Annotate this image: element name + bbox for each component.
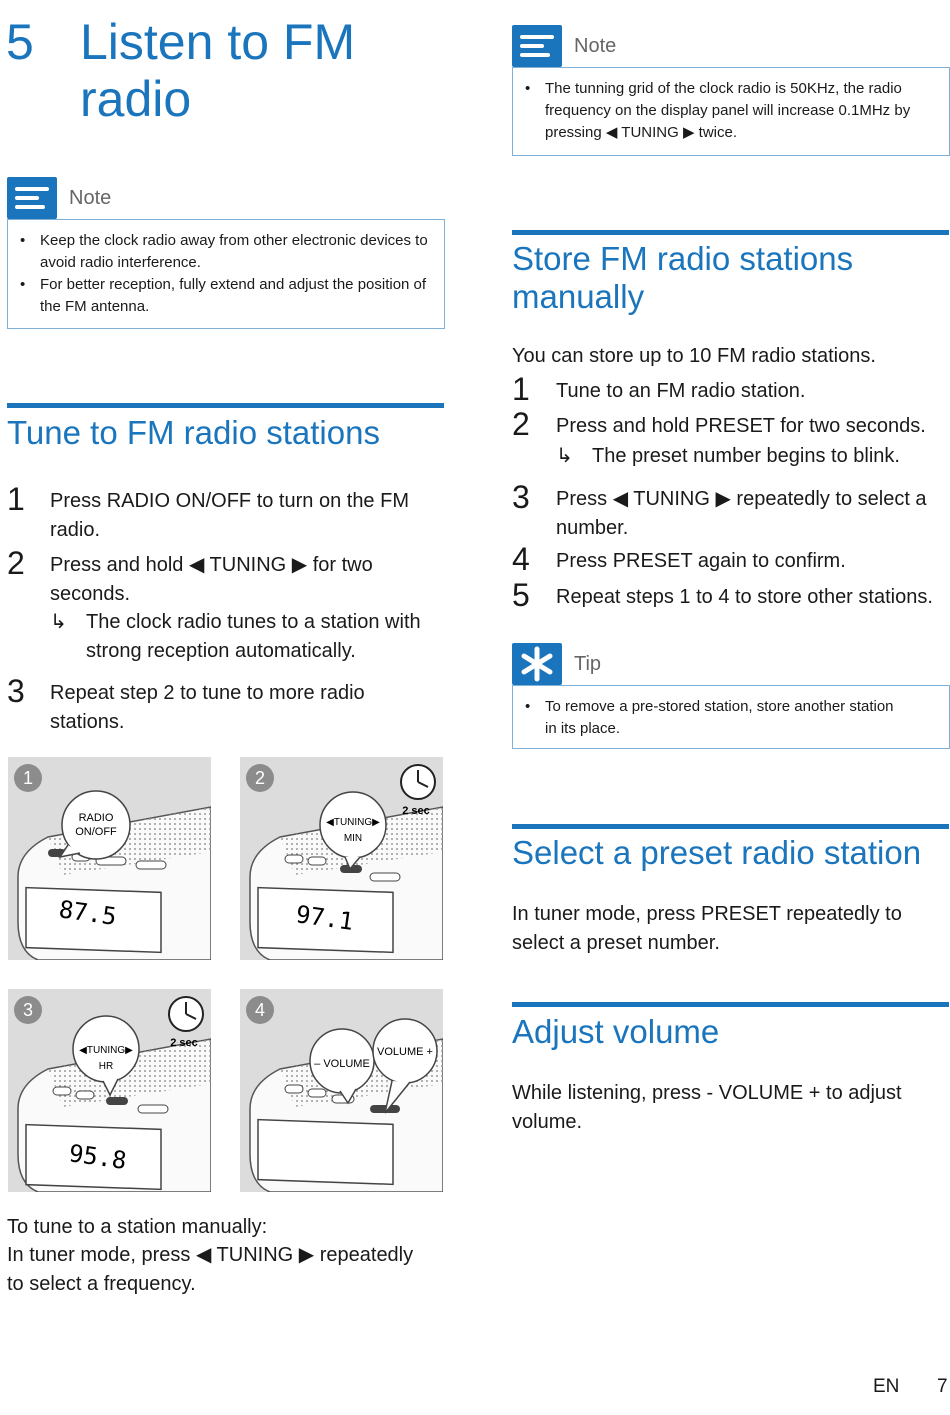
note-item: Keep the clock radio away from other ele… — [20, 230, 432, 274]
figure-badge: 2 — [246, 764, 274, 792]
step-text: Repeat steps 1 to 4 to store other stati… — [556, 586, 933, 608]
step-number: 4 — [512, 541, 530, 577]
note-icon — [7, 177, 57, 219]
section-title-volume: Adjust volume — [512, 1013, 720, 1050]
figure-badge: 4 — [246, 996, 274, 1024]
svg-text:HR: HR — [99, 1061, 113, 1072]
step-number: 3 — [512, 479, 530, 515]
store-intro: You can store up to 10 FM radio stations… — [512, 345, 876, 367]
note-left: Note Keep the clock radio away from othe… — [7, 177, 445, 329]
tip-item: To remove a pre-stored station, store an… — [525, 696, 937, 740]
result-text: The preset number begins to blink. — [592, 445, 900, 467]
chapter-title: Listen to FM radio — [80, 14, 356, 127]
svg-text:VOLUME +: VOLUME + — [377, 1046, 433, 1058]
svg-text:2 sec: 2 sec — [402, 805, 430, 817]
note-icon — [512, 25, 562, 67]
svg-text:◀TUNING▶: ◀TUNING▶ — [326, 817, 380, 828]
svg-text:◀TUNING▶: ◀TUNING▶ — [79, 1045, 133, 1056]
step-text: Press and hold PRESET for two seconds. — [556, 415, 926, 437]
section-title-preset: Select a preset radio station — [512, 834, 922, 871]
manual-heading: To tune to a station manually: — [7, 1216, 268, 1238]
step-number: 5 — [512, 577, 530, 613]
preset-text: In tuner mode, press PRESET repeatedly t… — [512, 903, 902, 954]
tip-icon — [512, 643, 562, 685]
step-number: 2 — [512, 406, 530, 442]
manual-text: In tuner mode, press ◀ TUNING ▶ repeated… — [7, 1244, 414, 1295]
step-text: Press and hold ◀ TUNING ▶ for two second… — [50, 554, 373, 605]
note-right: Note The tunning grid of the clock radio… — [512, 25, 950, 156]
tip-label: Tip — [574, 653, 602, 675]
figure-step-3: ◀TUNING▶ HR 2 sec 95.8 3 — [8, 989, 211, 1192]
step-text: Repeat step 2 to tune to more radio stat… — [50, 682, 365, 733]
step-text: Press ◀ TUNING ▶ repeatedly to select a … — [556, 488, 927, 539]
step-text: Press PRESET again to confirm. — [556, 550, 846, 572]
section-rule — [512, 1002, 949, 1007]
note-label: Note — [69, 187, 112, 209]
figure-step-1: RADIO ON/OFF 87.5 1 — [8, 757, 211, 960]
svg-text:– VOLUME: – VOLUME — [314, 1058, 370, 1070]
svg-text:RADIO: RADIO — [79, 812, 114, 824]
step-text: Tune to an FM radio station. — [556, 380, 806, 402]
footer-language: EN — [873, 1376, 900, 1397]
figure-badge: 3 — [14, 996, 42, 1024]
step-number: 2 — [7, 545, 25, 581]
svg-text:MIN: MIN — [344, 833, 362, 844]
step-number: 1 — [7, 481, 25, 517]
note-item: For better reception, fully extend and a… — [20, 274, 432, 318]
section-rule — [7, 403, 444, 408]
step-number: 1 — [512, 371, 530, 407]
tip: Tip To remove a pre-stored station, stor… — [512, 643, 950, 749]
svg-text:ON/OFF: ON/OFF — [75, 826, 117, 838]
result-arrow-icon: ↳ — [556, 445, 573, 467]
note-item: The tunning grid of the clock radio is 5… — [525, 78, 937, 144]
result-arrow-icon: ↳ — [50, 611, 67, 633]
step-number: 3 — [7, 673, 25, 709]
volume-text: While listening, press - VOLUME + to adj… — [512, 1082, 902, 1133]
footer-page-number: 7 — [937, 1376, 948, 1397]
chapter-number: 5 — [6, 14, 34, 70]
section-title-tune: Tune to FM radio stations — [7, 414, 380, 451]
section-rule — [512, 230, 949, 235]
step-text: Press RADIO ON/OFF to turn on the FM rad… — [50, 490, 409, 541]
figure-step-4: – VOLUME VOLUME + 4 — [240, 989, 443, 1192]
figure-badge: 1 — [14, 764, 42, 792]
section-rule — [512, 824, 949, 829]
figure-step-2: ◀TUNING▶ MIN 2 sec 97.1 2 — [240, 757, 443, 960]
svg-text:2 sec: 2 sec — [170, 1037, 198, 1049]
note-label: Note — [574, 35, 617, 57]
